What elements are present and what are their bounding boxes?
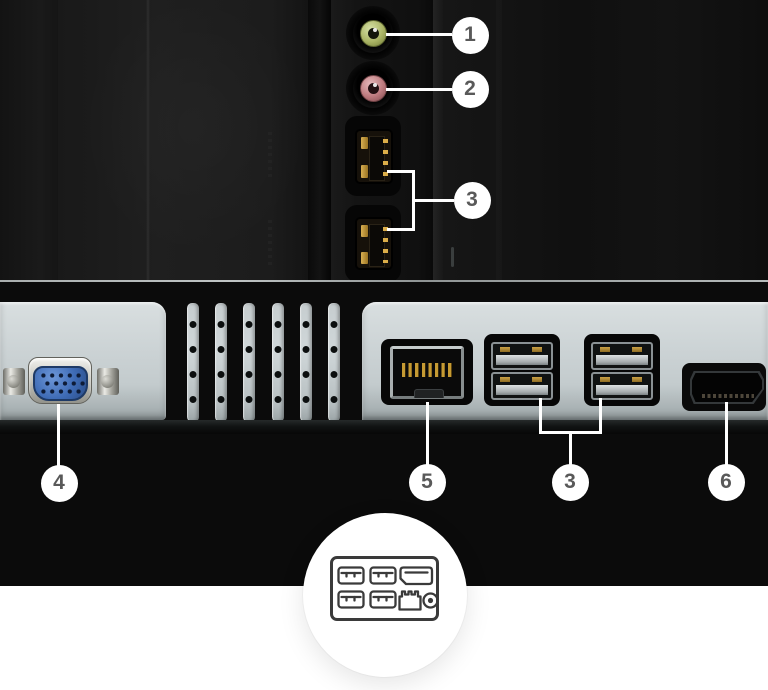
ports-icon <box>330 556 439 621</box>
side-panel-photo <box>0 0 768 282</box>
usb-pins <box>383 227 388 263</box>
usb-contact <box>632 377 642 382</box>
callout-2-badge: 2 <box>451 70 489 108</box>
usb-pins <box>383 139 388 177</box>
usb-tongue <box>596 385 648 395</box>
usb-contact <box>361 165 368 178</box>
callout-5-badge: 5 <box>408 463 446 501</box>
vga-pins-row <box>39 373 83 378</box>
callout-1-badge: 1 <box>451 16 489 54</box>
usb-contact <box>361 225 368 237</box>
callout-5-number: 5 <box>421 470 433 493</box>
leader-line-6 <box>724 402 728 465</box>
ports-icon-frame <box>330 556 439 621</box>
leader-bracket-3-top <box>387 169 415 173</box>
side-edge-ridge <box>433 0 443 281</box>
rear-usb-port <box>491 372 553 400</box>
usb-contact <box>600 347 610 352</box>
leader-line-5 <box>425 402 429 465</box>
rear-usb-stack-2 <box>584 334 660 406</box>
ethernet-latch <box>414 389 444 398</box>
usb-contact <box>361 252 368 264</box>
usb-contact <box>361 137 368 149</box>
vent-fin <box>272 303 284 422</box>
usb-tongue <box>496 355 548 365</box>
callout-4-number: 4 <box>53 471 65 494</box>
vga-port <box>33 366 88 401</box>
callout-3-number: 3 <box>466 188 478 211</box>
usb-tongue <box>496 385 548 395</box>
side-bezel-left <box>0 0 58 281</box>
usb-contact <box>500 377 510 382</box>
photo-divider <box>0 280 768 282</box>
side-panel-face <box>58 0 308 281</box>
leader-line-4 <box>57 404 60 466</box>
leader-line-1 <box>386 32 452 36</box>
usb-contact <box>500 347 510 352</box>
vent-fin <box>328 303 340 422</box>
chassis-notch <box>451 247 454 267</box>
ethernet-pins <box>402 363 452 377</box>
specular-highlight <box>373 28 377 32</box>
panel-groove <box>308 0 331 281</box>
headphone-jack-hole <box>367 27 379 39</box>
vent-fin <box>215 303 227 422</box>
displayport-icon <box>399 566 434 586</box>
usb-icon <box>337 590 365 609</box>
leader-line-3b-stem <box>568 434 572 465</box>
leader-line-3 <box>415 199 454 202</box>
callout-6-badge: 6 <box>707 463 745 501</box>
side-background-right <box>443 0 768 281</box>
vent-fin <box>300 303 312 422</box>
usb-icon <box>369 566 397 585</box>
leader-bracket-3b-horizontal <box>538 431 602 434</box>
rear-usb-stack-1 <box>484 334 560 406</box>
background-streak <box>496 0 502 281</box>
rear-usb-port <box>491 342 553 370</box>
leader-bracket-3b-left <box>538 398 542 434</box>
callout-3-badge-rear: 3 <box>551 463 589 501</box>
specular-highlight <box>373 83 377 87</box>
callout-3-number: 3 <box>564 470 576 493</box>
usb-contact <box>600 377 610 382</box>
vent-fin <box>243 303 255 422</box>
embossed-port-label <box>268 220 272 268</box>
rear-usb-port <box>591 342 653 370</box>
embossed-port-label <box>268 132 272 178</box>
usb-contact <box>632 347 642 352</box>
microphone-jack-hole <box>367 82 379 94</box>
vga-screw-left <box>3 368 25 395</box>
callout-4-badge: 4 <box>40 464 78 502</box>
side-usb-port-2 <box>355 217 393 270</box>
vga-screw-right <box>97 368 119 395</box>
rear-usb-port <box>591 372 653 400</box>
displayport-pins <box>702 394 754 398</box>
leader-bracket-3-vertical <box>412 169 415 231</box>
usb-tongue <box>596 355 648 365</box>
vent-fin <box>187 303 199 422</box>
audio-jack-icon <box>422 592 439 609</box>
callout-6-number: 6 <box>720 470 732 493</box>
leader-line-2 <box>386 87 452 91</box>
callout-3-badge-side: 3 <box>453 181 491 219</box>
rear-bezel-strip <box>0 420 768 434</box>
usb-contact <box>532 377 542 382</box>
vga-pins-row <box>43 381 87 386</box>
leader-bracket-3b-right <box>598 398 602 434</box>
ethernet-icon <box>398 590 422 611</box>
usb-icon <box>337 566 365 585</box>
usb-icon <box>369 590 397 609</box>
callout-1-number: 1 <box>464 23 476 46</box>
callout-2-number: 2 <box>464 77 476 100</box>
vga-pins-row <box>39 389 83 394</box>
leader-bracket-3-bottom <box>387 227 415 231</box>
usb-contact <box>532 347 542 352</box>
panel-edge-highlight <box>146 0 150 281</box>
side-usb-port-1 <box>355 129 393 184</box>
